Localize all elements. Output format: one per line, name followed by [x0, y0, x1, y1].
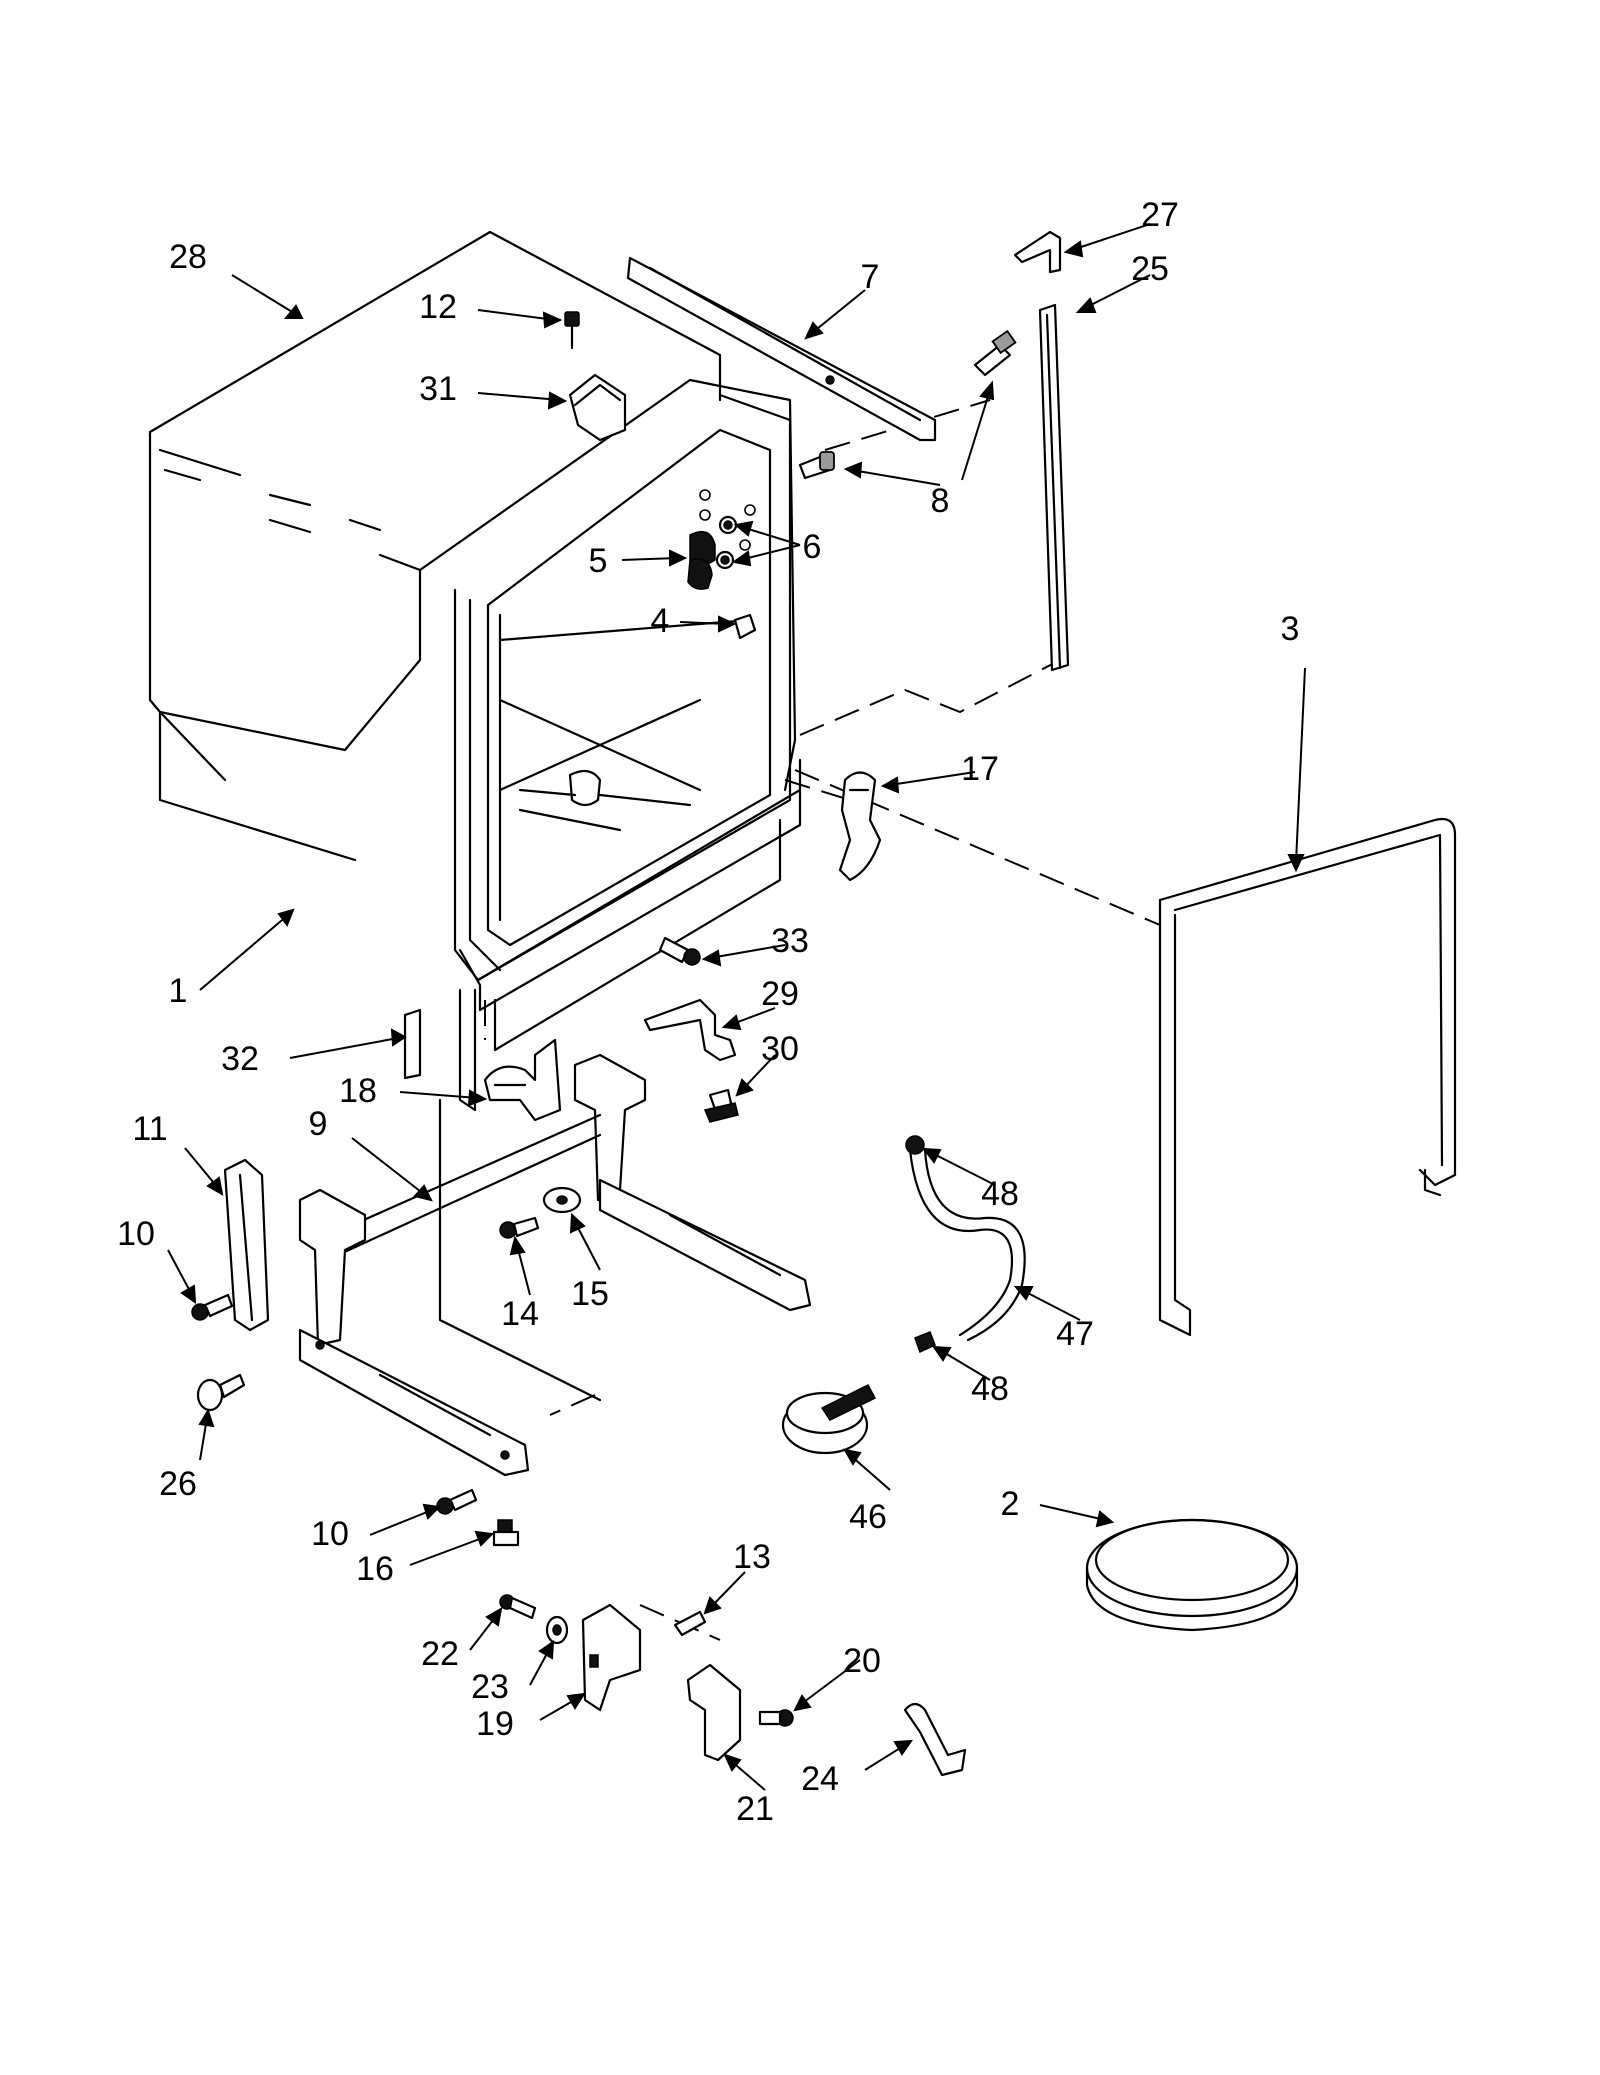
screw-12 — [564, 311, 580, 350]
callout-label-13: 13 — [733, 1538, 771, 1576]
screw-20 — [758, 1709, 794, 1727]
callout-label-17: 17 — [961, 750, 999, 788]
callout-label-7: 7 — [861, 258, 880, 296]
clamp-48-b — [914, 1331, 936, 1354]
callout-label-21: 21 — [736, 1790, 774, 1828]
callout-label-2: 2 — [1001, 1485, 1020, 1523]
callout-label-24: 24 — [801, 1760, 839, 1798]
screw-22 — [499, 1594, 537, 1620]
callout-label-1: 1 — [169, 972, 188, 1010]
callout-label-8: 8 — [931, 482, 950, 520]
callout-label-27: 27 — [1141, 196, 1179, 234]
trim-cap-27 — [1013, 230, 1062, 274]
callout-label-28: 28 — [169, 238, 207, 276]
screw-13 — [673, 1610, 707, 1637]
bracket-31 — [568, 373, 627, 442]
base-frame-9 — [298, 1053, 812, 1477]
callout-label-5: 5 — [589, 542, 608, 580]
callout-label-20: 20 — [843, 1642, 881, 1680]
callout-label-47: 47 — [1056, 1315, 1094, 1353]
hose-47 — [908, 1148, 1026, 1342]
tub-assembly — [148, 230, 802, 1402]
callout-label-10b: 10 — [311, 1515, 349, 1553]
callout-label-18: 18 — [339, 1072, 377, 1110]
clip-17 — [838, 771, 882, 882]
callout-label-11: 11 — [132, 1110, 167, 1148]
callout-label-25: 25 — [1131, 250, 1169, 288]
callout-label-19: 19 — [476, 1705, 514, 1743]
screw-26 — [196, 1373, 246, 1412]
fittings-5-6 — [687, 515, 738, 590]
fitting-4 — [733, 613, 757, 640]
screw-14 — [499, 1216, 540, 1239]
callout-label-15: 15 — [571, 1275, 609, 1313]
callout-label-29: 29 — [761, 975, 799, 1013]
callout-label-10a: 10 — [117, 1215, 155, 1253]
callout-label-4: 4 — [651, 602, 670, 640]
washer-23 — [545, 1615, 569, 1645]
callout-label-9: 9 — [309, 1105, 328, 1143]
callout-label-14: 14 — [501, 1295, 539, 1333]
door-gasket-3 — [1158, 817, 1457, 1337]
washer-15 — [542, 1186, 582, 1214]
callout-label-22: 22 — [421, 1635, 459, 1673]
callout-label-48a: 48 — [981, 1175, 1019, 1213]
ring-seal-2 — [1085, 1518, 1299, 1632]
callout-label-46: 46 — [849, 1498, 887, 1536]
callout-label-6: 6 — [803, 528, 822, 566]
callout-label-48b: 48 — [971, 1370, 1009, 1408]
float-46 — [781, 1384, 877, 1455]
side-trim-25 — [1038, 303, 1070, 672]
leveling-foot-30 — [703, 1088, 739, 1123]
leader-arrows — [167, 223, 1306, 1791]
callout-label-32: 32 — [221, 1040, 259, 1078]
callout-label-3: 3 — [1281, 610, 1300, 648]
side-bracket-11 — [223, 1158, 270, 1332]
bracket-29 — [643, 998, 737, 1062]
screw-8-b — [798, 451, 835, 480]
foot-16 — [492, 1519, 520, 1547]
bracket-19 — [581, 1603, 642, 1712]
screw-8-a — [973, 329, 1017, 377]
clip-24 — [903, 1702, 967, 1777]
callout-label-23: 23 — [471, 1668, 509, 1706]
callout-label-33: 33 — [771, 922, 809, 960]
callout-label-26: 26 — [159, 1465, 197, 1503]
callout-label-31: 31 — [419, 370, 457, 408]
mounting-bracket-7 — [626, 256, 937, 442]
bracket-18 — [483, 1038, 562, 1122]
screw-10-b — [436, 1488, 478, 1515]
callout-label-30: 30 — [761, 1030, 799, 1068]
strip-32 — [403, 1008, 422, 1080]
bracket-21 — [686, 1663, 742, 1762]
clamp-48-a — [905, 1135, 925, 1155]
callout-label-12: 12 — [419, 288, 457, 326]
screw-33 — [658, 936, 701, 966]
callout-label-16: 16 — [356, 1550, 394, 1588]
screw-10-a — [191, 1293, 234, 1321]
